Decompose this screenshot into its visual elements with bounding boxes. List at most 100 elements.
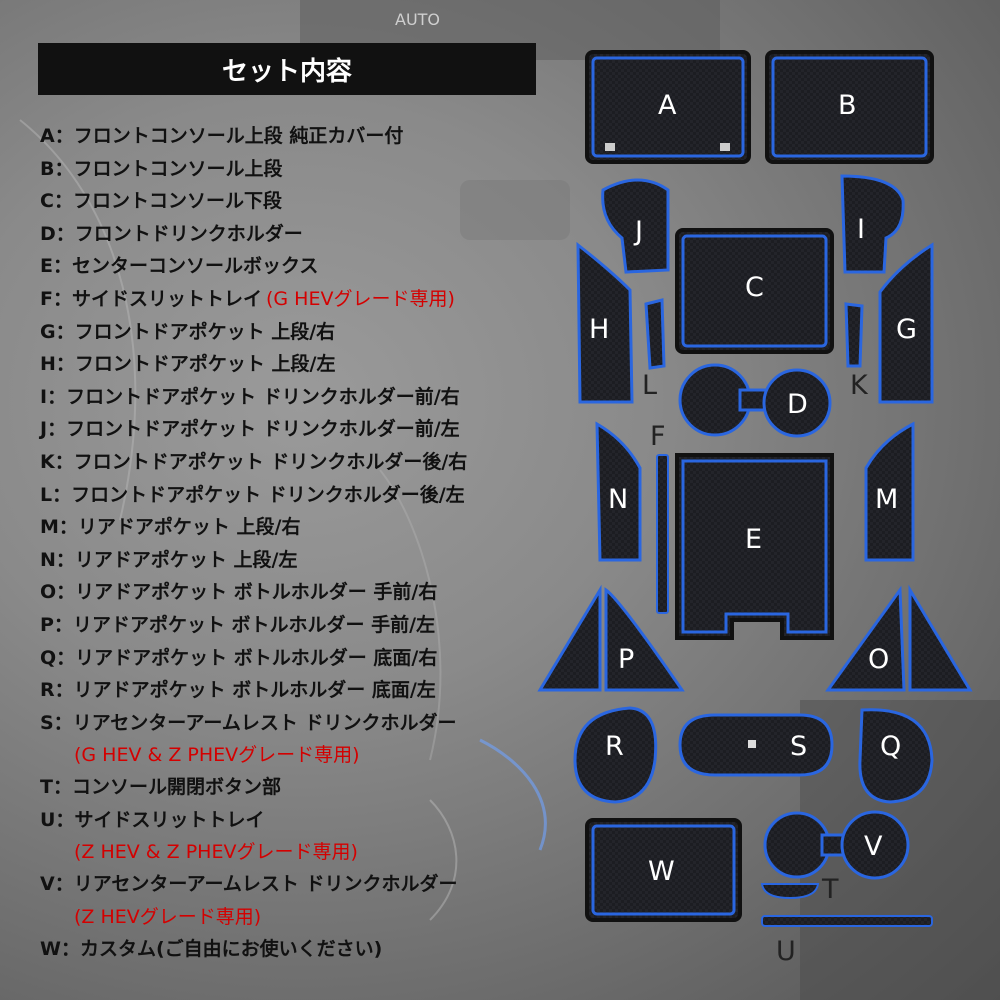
part-label-W: W [648, 856, 675, 887]
list-item: L：フロントドアポケット ドリンクホルダー後/左 [40, 479, 580, 512]
part-S-mat: S [678, 713, 834, 777]
list-item: P：リアドアポケット ボトルホルダー 手前/左 [40, 609, 580, 642]
part-N-mat: N [595, 421, 642, 562]
part-label-B: B [838, 90, 857, 121]
item-description: フロントコンソール上段 [73, 157, 283, 180]
part-label-C: C [745, 272, 764, 303]
part-label-U: U [776, 936, 796, 967]
item-code: B： [40, 157, 74, 180]
part-label-L: L [642, 370, 657, 401]
item-code: I： [40, 385, 67, 408]
list-item: S：リアセンターアームレスト ドリンクホルダー [40, 707, 580, 740]
list-item: F：サイドスリットトレイ(G HEVグレード専用) [40, 283, 580, 316]
item-code: R： [40, 679, 74, 702]
list-item: N：リアドアポケット 上段/左 [40, 544, 580, 577]
part-I-mat: I [840, 174, 905, 274]
item-code: G： [40, 320, 75, 343]
part-E-mat: E [675, 453, 834, 640]
item-description: リアドアポケット 上段/右 [77, 516, 301, 539]
list-item: H：フロントドアポケット 上段/左 [40, 348, 580, 381]
item-description: リアドアポケット ボトルホルダー 手前/左 [72, 613, 436, 636]
part-L-mat: L [642, 298, 666, 401]
part-label-M: M [875, 484, 898, 515]
part-label-O: O [868, 644, 889, 675]
item-description: リアドアポケット ボトルホルダー 底面/右 [75, 646, 438, 669]
part-V-mat: V [763, 810, 910, 880]
part-label-P: P [618, 644, 634, 675]
part-U-mat: U [761, 915, 933, 967]
part-label-Q: Q [880, 731, 901, 762]
list-item: A：フロントコンソール上段 純正カバー付 [40, 120, 580, 153]
item-code: M： [40, 516, 78, 539]
part-A-mat: A [585, 50, 751, 164]
list-item-note-row: (G HEV & Z PHEVグレード専用) [40, 739, 580, 771]
list-item: C：フロントコンソール下段 [40, 185, 580, 218]
item-code: V： [40, 873, 74, 896]
list-item: J：フロントドアポケット ドリンクホルダー前/左 [40, 413, 580, 446]
list-item: W：カスタム(ご自由にお使いください) [40, 933, 580, 966]
list-item: G：フロントドアポケット 上段/右 [40, 316, 580, 349]
part-label-A: A [658, 90, 677, 121]
item-code: W： [40, 938, 80, 961]
item-description: サイドスリットトレイ [74, 808, 265, 831]
part-M-mat: M [864, 421, 915, 562]
item-description: リアセンターアームレスト ドリンクホルダー [72, 711, 457, 734]
part-label-D: D [787, 389, 808, 420]
item-description: サイドスリットトレイ [71, 287, 262, 310]
item-code: J： [40, 418, 67, 441]
item-description: フロントドアポケット ドリンクホルダー後/左 [71, 483, 465, 506]
item-description: フロントドアポケット ドリンクホルダー後/右 [73, 450, 468, 473]
item-code: K： [40, 450, 74, 473]
item-code: A： [40, 125, 74, 147]
item-code: O： [40, 581, 76, 604]
part-O-mat: O [825, 584, 973, 692]
bg-auto-text: AUTO [395, 10, 440, 29]
item-code: H： [40, 353, 75, 376]
part-label-N: N [608, 484, 628, 515]
part-T-mat: T [760, 874, 839, 905]
part-label-J: J [633, 216, 643, 247]
part-Q-mat: Q [858, 708, 934, 804]
list-item: D：フロントドリンクホルダー [40, 218, 580, 251]
item-code: T： [40, 776, 72, 799]
list-item-note-row: (Z HEVグレード専用) [40, 901, 580, 933]
item-code: U： [40, 808, 75, 831]
item-code: Q： [40, 646, 76, 669]
item-description: カスタム(ご自由にお使いください) [79, 938, 383, 961]
list-item: M：リアドアポケット 上段/右 [40, 511, 580, 544]
part-label-T: T [821, 874, 839, 905]
part-P-mat: P [537, 584, 685, 692]
part-label-S: S [790, 731, 807, 762]
part-C-mat: C [675, 228, 834, 354]
item-code: L： [40, 483, 72, 506]
part-label-G: G [896, 314, 917, 345]
item-description: フロントドアポケット ドリンクホルダー前/右 [66, 385, 460, 408]
item-description: リアセンターアームレスト ドリンクホルダー [73, 873, 458, 896]
item-description: コンソール開閉ボタン部 [71, 776, 281, 799]
part-B-mat: B [765, 50, 934, 164]
part-label-E: E [745, 524, 762, 555]
item-code: S： [40, 711, 73, 734]
item-description: リアドアポケット ボトルホルダー 底面/左 [73, 679, 436, 702]
part-label-K: K [850, 370, 869, 401]
item-grade-note: (Z HEV & Z PHEVグレード専用) [74, 841, 358, 864]
part-F-mat: F [650, 421, 669, 614]
item-code: E： [40, 255, 72, 278]
list-item: E：センターコンソールボックス [40, 250, 580, 283]
list-item: B：フロントコンソール上段 [40, 153, 580, 186]
part-W-mat: W [585, 818, 742, 922]
part-label-I: I [857, 214, 865, 245]
list-item: I：フロントドアポケット ドリンクホルダー前/右 [40, 381, 580, 414]
list-item: T：コンソール開閉ボタン部 [40, 771, 580, 804]
part-R-mat: R [573, 706, 658, 804]
part-label-H: H [589, 314, 609, 345]
item-description: リアドアポケット ボトルホルダー 手前/右 [75, 581, 438, 604]
list-item: Q：リアドアポケット ボトルホルダー 底面/右 [40, 642, 580, 675]
list-item: U：サイドスリットトレイ [40, 804, 580, 837]
list-item-note-row: (Z HEV & Z PHEVグレード専用) [40, 836, 580, 868]
part-label-F: F [650, 421, 666, 452]
part-J-mat: J [601, 178, 670, 274]
item-grade-note: (Z HEVグレード専用) [74, 906, 262, 929]
